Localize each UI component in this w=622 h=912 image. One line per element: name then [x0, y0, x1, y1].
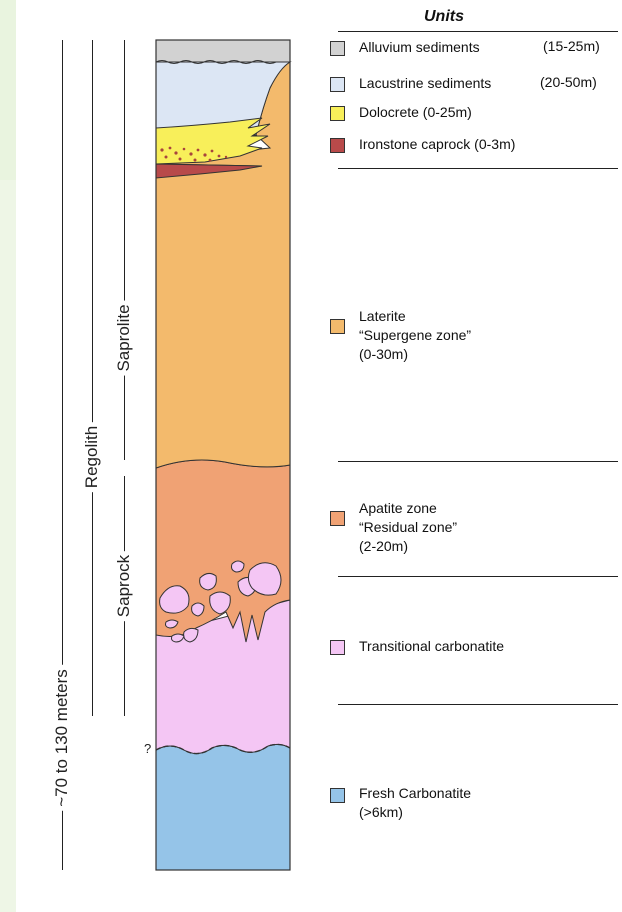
saprolite-line — [124, 40, 125, 460]
regolith-line — [92, 40, 93, 716]
legend-range: (15-25m) — [543, 38, 600, 54]
saprock-label: Saprock — [114, 551, 134, 621]
units-title: Units — [424, 8, 464, 26]
legend-label: Dolocrete (0-25m) — [359, 103, 472, 122]
legend-laterite: Laterite “Supergene zone” (0-30m) — [330, 307, 471, 364]
transitional-swatch — [330, 640, 345, 655]
dolocrete-swatch — [330, 106, 345, 121]
legend-apatite: Apatite zone “Residual zone” (2-20m) — [330, 499, 457, 556]
fresh-swatch — [330, 788, 345, 803]
legend-ironstone: Ironstone caprock (0-3m) — [330, 135, 515, 154]
lacustrine-swatch — [330, 77, 345, 92]
legend-divider-apatite — [338, 576, 618, 577]
legend-divider-surface — [338, 168, 618, 169]
units-header-line — [338, 31, 618, 32]
laterite-swatch — [330, 319, 345, 334]
legend-fresh: Fresh Carbonatite (>6km) — [330, 784, 471, 822]
legend-alluvium: Alluvium sediments — [330, 38, 480, 57]
total-thickness-label: ~70 to 130 meters — [52, 665, 72, 811]
legend-label: Fresh Carbonatite (>6km) — [359, 784, 471, 822]
legend-transitional: Transitional carbonatite — [330, 637, 504, 656]
legend-divider-laterite — [338, 461, 618, 462]
legend-dolocrete: Dolocrete (0-25m) — [330, 103, 472, 122]
legend-divider-transitional — [338, 704, 618, 705]
legend-label: Lacustrine sediments — [359, 74, 491, 93]
apatite-swatch — [330, 511, 345, 526]
legend-range: (20-50m) — [540, 74, 597, 90]
alluvium-layer — [156, 40, 290, 62]
legend-label: Alluvium sediments — [359, 38, 480, 57]
saprolite-label: Saprolite — [114, 300, 134, 375]
fresh-carbonatite-layer — [156, 744, 290, 870]
legend-label: Ironstone caprock (0-3m) — [359, 135, 515, 154]
alluvium-swatch — [330, 41, 345, 56]
uncertain-boundary-mark: ? — [144, 741, 151, 756]
legend-label: Laterite “Supergene zone” (0-30m) — [359, 307, 471, 364]
legend-label: Transitional carbonatite — [359, 637, 504, 656]
legend-lacustrine: Lacustrine sediments — [330, 74, 491, 93]
regolith-label: Regolith — [82, 422, 102, 492]
ironstone-swatch — [330, 138, 345, 153]
legend-label: Apatite zone “Residual zone” (2-20m) — [359, 499, 457, 556]
